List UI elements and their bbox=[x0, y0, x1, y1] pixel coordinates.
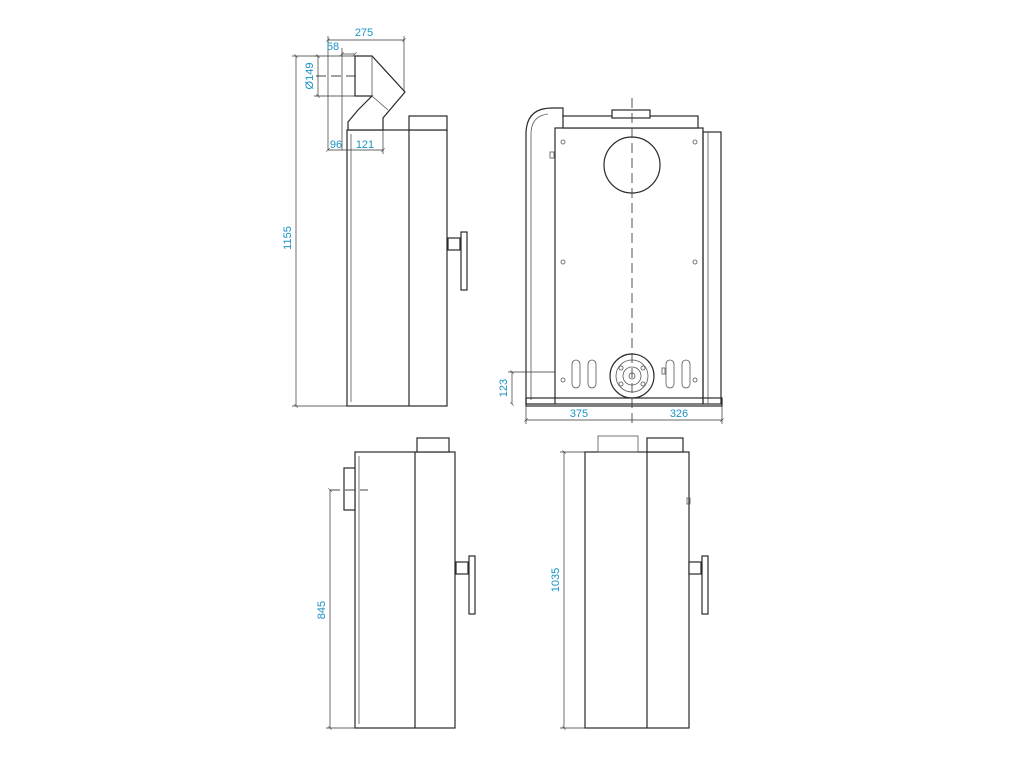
side-view-with-flue bbox=[292, 36, 468, 408]
rear-screws bbox=[549, 139, 698, 383]
side-view-body bbox=[560, 435, 709, 730]
ventilation-slots bbox=[571, 359, 691, 389]
side-outlet bbox=[343, 467, 356, 511]
dim-rear-width-left: 375 bbox=[570, 408, 588, 420]
top-collar-3 bbox=[646, 437, 684, 453]
stove-body bbox=[346, 129, 448, 407]
rear-view bbox=[508, 98, 724, 424]
dim-flue-diameter: Ø149 bbox=[304, 63, 316, 90]
dim-rear-width-right: 326 bbox=[670, 408, 688, 420]
top-opening-3 bbox=[597, 435, 639, 453]
top-collar bbox=[408, 115, 448, 131]
side-view-side-outlet bbox=[326, 437, 476, 730]
dim-side-outlet-height: 845 bbox=[316, 601, 328, 619]
stove-body-3 bbox=[584, 451, 690, 729]
dim-body-height: 1035 bbox=[550, 568, 562, 592]
dim-flue-base-left: 96 bbox=[330, 139, 342, 151]
rear-side-panel bbox=[702, 131, 722, 405]
stove-body-2 bbox=[354, 451, 456, 729]
rear-base bbox=[525, 397, 723, 407]
door-handle bbox=[447, 231, 468, 291]
door-handle-3 bbox=[688, 555, 709, 615]
rear-flue-pipe bbox=[525, 107, 564, 405]
rear-top-collar bbox=[611, 109, 651, 119]
top-collar-2 bbox=[416, 437, 450, 453]
dim-flue-base-right: 121 bbox=[356, 139, 374, 151]
flue-elbow bbox=[347, 55, 406, 131]
dim-flue-collar: 58 bbox=[327, 41, 339, 53]
dim-flue-offset: 275 bbox=[355, 27, 373, 39]
rear-panel bbox=[554, 127, 704, 405]
dim-height-with-flue: 1155 bbox=[282, 226, 294, 250]
door-handle-2 bbox=[455, 555, 476, 615]
dim-bottom-outlet-height: 123 bbox=[498, 379, 510, 397]
dimension-labels: 275 58 Ø149 96 121 1155 123 375 326 845 … bbox=[282, 27, 688, 619]
